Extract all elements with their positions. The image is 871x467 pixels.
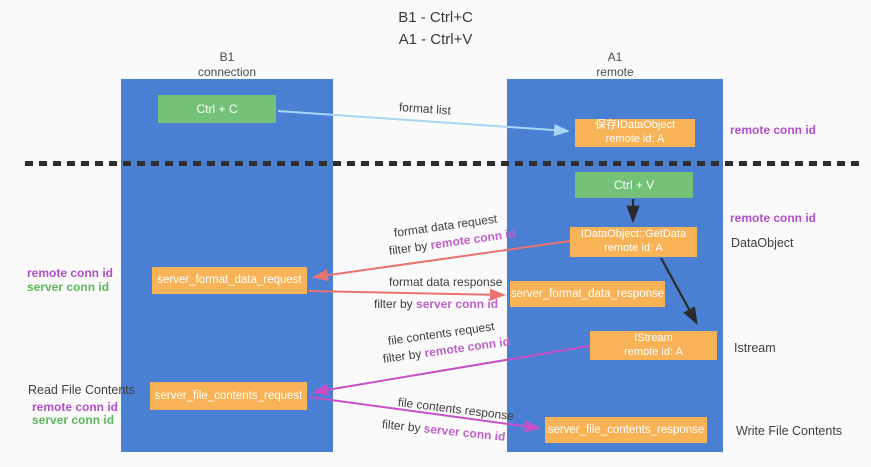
title-line-2: A1 - Ctrl+V (398, 30, 473, 48)
file-response-label: server_file_contents_response (547, 423, 705, 436)
column-a1-name: A1 (607, 50, 623, 64)
column-b1-name: B1 (219, 50, 235, 64)
server-file-contents-response-box: server_file_contents_response (545, 417, 707, 443)
save-idataobject-line1: 保存IDataObject (594, 119, 676, 132)
remote-conn-id-mid-label: remote conn id (730, 211, 817, 225)
dataobject-label: DataObject (731, 236, 794, 250)
istream-line2: remote id: A (624, 345, 683, 358)
format-response-label: server_format_data_response (510, 287, 665, 300)
bottom-remote-conn-id-label: remote conn id (32, 400, 119, 414)
server-conn-id-text: server conn id (416, 297, 499, 311)
filter-by-server-conn-id-label-2: filter by server conn id (381, 417, 506, 444)
file-contents-response-label: file contents response (397, 395, 515, 424)
copy-paste-separator-line (25, 161, 860, 166)
column-header-b1: B1 connection (121, 50, 333, 80)
ctrl-v-box: Ctrl + V (575, 172, 693, 198)
format-request-label: server_format_data_request (157, 274, 302, 287)
read-file-contents-label: Read File Contents (28, 383, 136, 397)
format-data-response-arrow (307, 288, 506, 301)
filter-by-text: filter by (381, 417, 422, 436)
write-file-contents-label: Write File Contents (736, 424, 843, 438)
title-line-1: B1 - Ctrl+C (398, 9, 473, 26)
filter-by-text: filter by (382, 346, 423, 366)
server-format-data-response-box: server_format_data_response (510, 281, 665, 307)
server-format-data-request-box: server_format_data_request (152, 267, 307, 294)
server-conn-id-text: server conn id (423, 421, 507, 444)
column-a1-subtitle: remote (596, 65, 634, 79)
diagram-title: B1 - Ctrl+C A1 - Ctrl+V (0, 7, 871, 51)
istream-side-label: Istream (734, 341, 776, 355)
filter-by-text: filter by (388, 238, 429, 258)
ctrl-c-box: Ctrl + C (158, 95, 276, 123)
format-data-response-label: format data response (389, 275, 503, 289)
file-request-label: server_file_contents_request (154, 389, 303, 402)
istream-box: IStream remote id: A (590, 331, 717, 360)
ctrl-v-label: Ctrl + V (613, 177, 655, 192)
getdata-line1: IDataObject::GetData (580, 228, 687, 241)
left-server-conn-id-label: server conn id (27, 280, 110, 294)
bottom-server-conn-id-label: server conn id (32, 413, 115, 427)
istream-line1: IStream (634, 331, 673, 344)
format-list-label: format list (398, 100, 452, 118)
filter-by-server-conn-id-label-1: filter by server conn id (374, 297, 498, 311)
column-header-a1: A1 remote (507, 50, 723, 80)
column-b1-subtitle: connection (197, 65, 257, 79)
remote-conn-id-top-label: remote conn id (730, 123, 817, 137)
filter-by-text: filter by (374, 297, 413, 311)
left-remote-conn-id-label: remote conn id (27, 266, 114, 280)
save-idataobject-line2: remote id: A (605, 133, 665, 145)
server-file-contents-request-box: server_file_contents_request (150, 382, 307, 410)
getdata-line2: remote id: A (604, 242, 663, 254)
idataobject-getdata-box: IDataObject::GetData remote id: A (570, 227, 697, 257)
ctrl-c-label: Ctrl + C (196, 101, 238, 116)
save-idataobject-box: 保存IDataObject remote id: A (575, 119, 695, 147)
